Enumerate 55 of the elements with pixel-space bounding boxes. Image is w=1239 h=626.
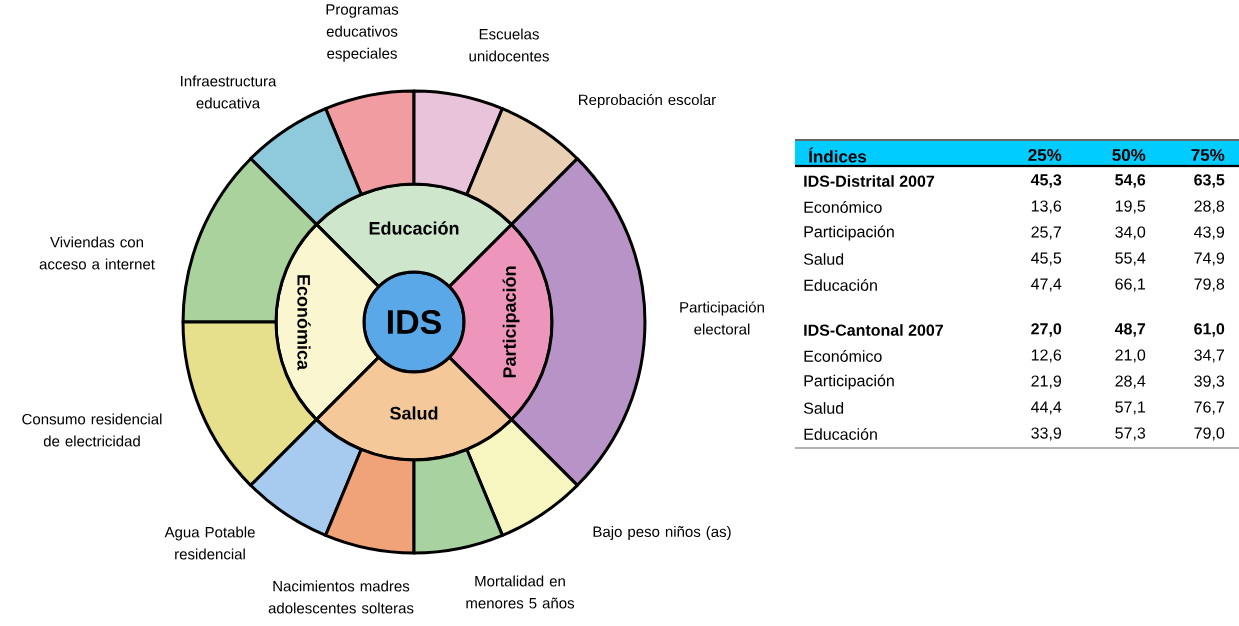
node-label: Viviendas con acceso a internet (39, 236, 155, 270)
node-label: Programas educativos especiales (326, 4, 399, 62)
row-label: Económico (804, 350, 882, 362)
value-text: 61,0 (1194, 323, 1225, 337)
value-text: 13,6 (1031, 200, 1062, 214)
value-text: 55,4 (1115, 252, 1146, 266)
value-text: 66,1 (1115, 278, 1145, 292)
value-text: 21,9 (1031, 375, 1062, 389)
row-label: Participación (804, 374, 894, 390)
node-label: Mortalidad en menores 5 años (466, 575, 575, 609)
value-text: 47,4 (1031, 278, 1062, 292)
value-text: 74,9 (1194, 252, 1225, 266)
row-label: Educación (804, 279, 877, 291)
node-label: Nacimientos madres adolescentes solteras (268, 580, 414, 614)
value-text: 34,0 (1115, 226, 1146, 240)
value-text: 79,8 (1194, 278, 1225, 292)
node-label: Escuelas unidocentes (469, 28, 549, 62)
row-label: IDS-Distrital 2007 (804, 175, 935, 187)
value-text: 39,3 (1194, 375, 1225, 389)
value-text: 48,7 (1114, 323, 1146, 337)
value-text: 54,6 (1115, 174, 1146, 188)
value-text: 57,1 (1115, 401, 1145, 415)
value-text: 76,7 (1194, 401, 1224, 415)
row-label: Educación (804, 428, 877, 440)
value-text: 28,8 (1194, 200, 1225, 214)
node-label: Consumo residencial de electricidad (22, 413, 162, 447)
node-label: Reprobación escolar (579, 93, 716, 109)
value-text: 44,4 (1031, 401, 1062, 415)
value-text: 79,0 (1194, 427, 1225, 441)
value-text: 33,9 (1031, 427, 1062, 441)
node-label: Participación electoral (680, 301, 764, 335)
row-label: Participación (804, 225, 894, 241)
value-text: 21,0 (1115, 349, 1146, 363)
value-text: 57,3 (1115, 427, 1146, 441)
node-label: Agua Potable residencial (164, 526, 255, 560)
value-text: 27,0 (1031, 323, 1062, 337)
value-text: 43,9 (1194, 226, 1225, 240)
value-text: 19,5 (1115, 200, 1146, 214)
value-text: 63,5 (1194, 174, 1225, 188)
column-header: 25% (1028, 149, 1062, 161)
column-header: 75% (1191, 149, 1225, 161)
value-text: 45,3 (1030, 174, 1062, 188)
value-text: 12,6 (1031, 349, 1062, 363)
row-label: Salud (803, 402, 844, 414)
node-label: Infraestructura educativa (181, 75, 277, 109)
row-label: IDS-Cantonal 2007 (804, 324, 943, 336)
row-label: Económico (804, 201, 882, 213)
value-text: 45,5 (1031, 252, 1062, 266)
node-label: Bajo peso niños (as) (593, 526, 731, 540)
column-header: 50% (1112, 149, 1146, 161)
value-text: 25,7 (1031, 226, 1061, 240)
value-text: 28,4 (1115, 375, 1146, 389)
row-label: Salud (803, 253, 844, 265)
column-header: Índices (809, 147, 867, 163)
value-text: 34,7 (1194, 349, 1224, 363)
